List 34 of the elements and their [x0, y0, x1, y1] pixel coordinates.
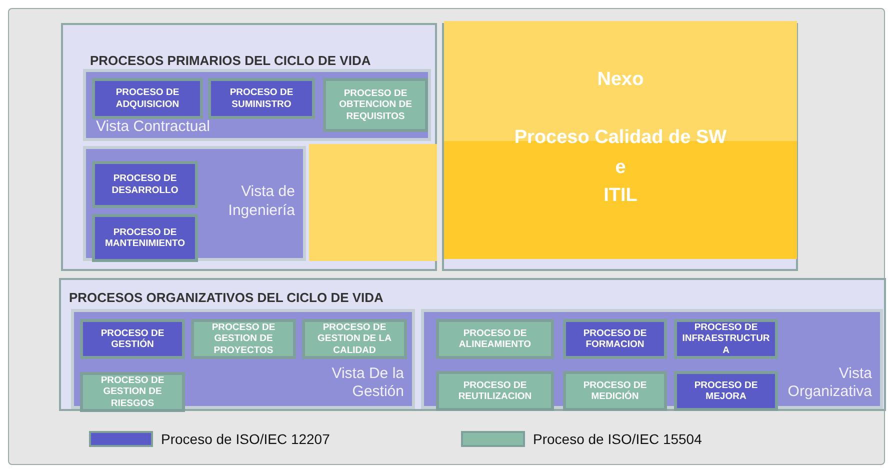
process-box: PROCESO DE MEJORA [674, 371, 778, 411]
process-box: PROCESO DE ADQUISICION [92, 78, 203, 119]
highlight-text: Nexo [596, 69, 645, 91]
process-box: PROCESO DE ALINEAMIENTO [436, 319, 554, 359]
process-box: PROCESO DE SUMINISTRO [208, 78, 315, 119]
panel-title: PROCESOS ORGANIZATIVOS DEL CICLO DE VIDA [69, 290, 384, 305]
view-panel [71, 309, 415, 409]
view-panel [83, 146, 306, 261]
process-box: PROCESO DE GESTION DE PROYECTOS [191, 319, 296, 359]
process-box: PROCESO DE MANTENIMIENTO [92, 214, 198, 262]
group-panel [59, 278, 886, 411]
view-panel [421, 309, 883, 409]
highlight-text: Proceso Calidad de SW [513, 127, 728, 149]
process-box: PROCESO DE MEDICIÓN [563, 371, 667, 411]
highlight-area [444, 21, 797, 259]
view-panel [83, 69, 431, 141]
group-panel [61, 23, 437, 271]
process-box: PROCESO DE GESTIÓN [80, 319, 185, 359]
view-label: Vista Contractual [96, 118, 210, 137]
process-box: PROCESO DE DESARROLLO [92, 161, 198, 208]
panel-title: PROCESOS PRIMARIOS DEL CICLO DE VIDA [90, 53, 371, 68]
process-box: PROCESO DE GESTION DE LA CALIDAD [302, 319, 407, 359]
process-box: PROCESO DE INFRAESTRUCTURA [674, 319, 778, 359]
highlight-text: ITIL [602, 185, 638, 207]
view-label: Vista De la Gestión [330, 364, 404, 402]
process-box: PROCESO DE OBTENCION DE REQUISITOS [323, 78, 428, 132]
process-box: PROCESO DE REUTILIZACION [436, 371, 554, 411]
highlight-text: e [614, 157, 627, 179]
view-label: Vista de Ingeniería [228, 183, 295, 220]
process-box: PROCESO DE GESTION DE RIESGOS [80, 372, 185, 412]
legend-label: Proceso de ISO/IEC 12207 [161, 431, 330, 447]
process-box: PROCESO DE FORMACION [563, 319, 667, 359]
view-label: Vista Organizativa [786, 364, 872, 402]
legend-label: Proceso de ISO/IEC 15504 [533, 431, 702, 447]
